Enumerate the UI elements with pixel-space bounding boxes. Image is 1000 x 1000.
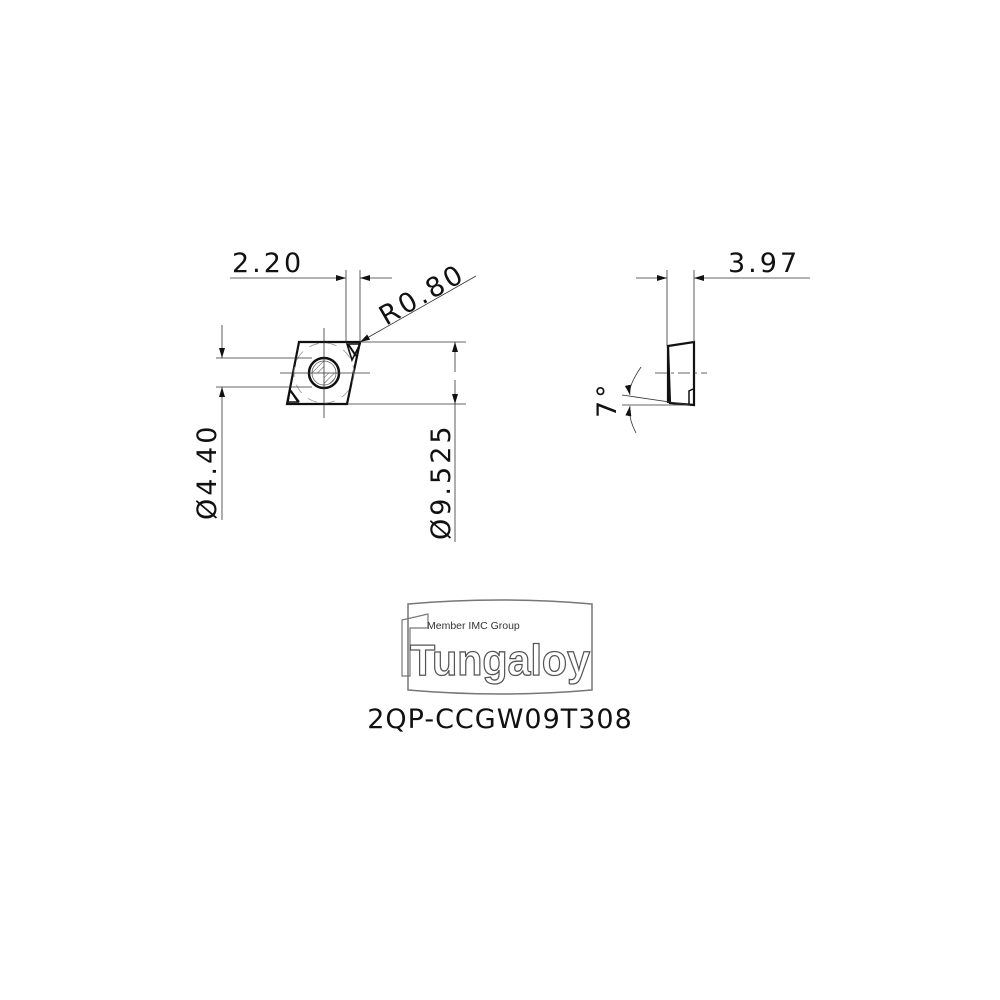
clearance-angle-label: 7° [592,381,623,418]
dimension-hole-diameter: Ø4.40 [192,325,312,520]
dimension-thickness: 3.97 [636,248,810,346]
inscribed-circle-label: Ø9.525 [426,423,457,540]
insert-side-view [655,340,707,407]
part-number: 2QP-CCGW09T308 [367,704,633,735]
corner-radius-label: R0.80 [374,258,471,332]
dimension-inscribed-circle: Ø9.525 [347,341,466,542]
corner-width-label: 2.20 [232,248,304,279]
dimension-corner-radius: R0.80 [359,258,477,343]
logo-tagline: Member IMC Group [427,620,520,632]
insert-top-view [280,328,370,418]
thickness-label: 3.97 [728,248,800,279]
dimension-clearance-angle: 7° [592,366,691,434]
hole-diameter-label: Ø4.40 [192,424,223,520]
logo-brand: Tungaloy [410,636,590,685]
tungaloy-logo: Member IMC Group Tungaloy [401,599,593,695]
dimension-corner-width: 2.20 [230,248,392,342]
